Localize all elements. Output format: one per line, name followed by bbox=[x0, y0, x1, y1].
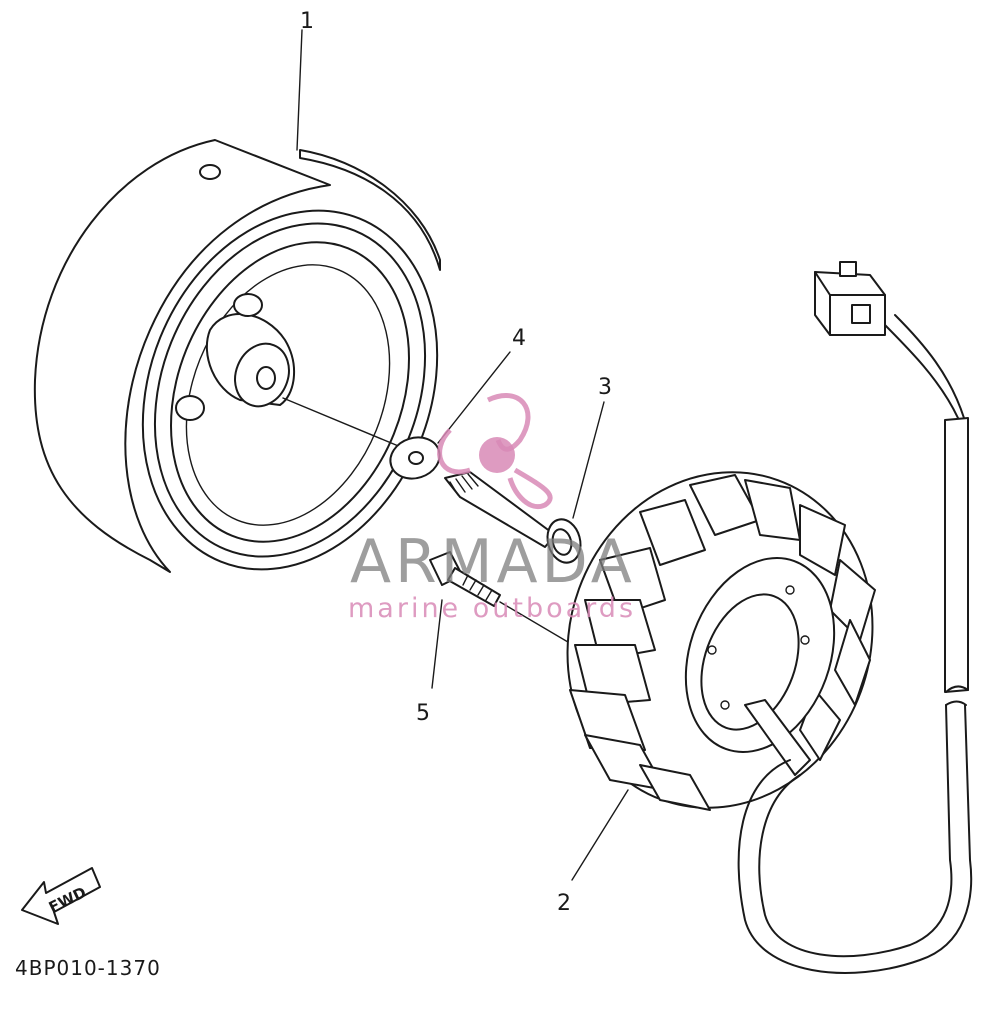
armada-watermark: ARMADA marine outboards bbox=[348, 393, 636, 624]
watermark-tagline: marine outboards bbox=[348, 593, 636, 624]
stator-coils bbox=[569, 474, 876, 811]
washer-part-4 bbox=[389, 351, 511, 480]
callout-2: 2 bbox=[557, 891, 571, 916]
fwd-direction-marker: FWD bbox=[21, 867, 101, 925]
callout-5: 5 bbox=[416, 701, 430, 726]
screw-part-5 bbox=[429, 551, 591, 689]
wire-harness bbox=[737, 261, 973, 974]
watermark-brand: ARMADA bbox=[350, 527, 636, 597]
flywheel-rotor bbox=[33, 29, 441, 573]
callout-4: 4 bbox=[512, 326, 526, 351]
drawing-code: 4BP010-1370 bbox=[15, 956, 161, 980]
propeller-icon bbox=[437, 393, 553, 510]
callout-3: 3 bbox=[598, 375, 612, 400]
callout-1: 1 bbox=[300, 9, 314, 34]
bolt-part-3 bbox=[444, 401, 605, 564]
stator-part-2 bbox=[566, 471, 876, 881]
